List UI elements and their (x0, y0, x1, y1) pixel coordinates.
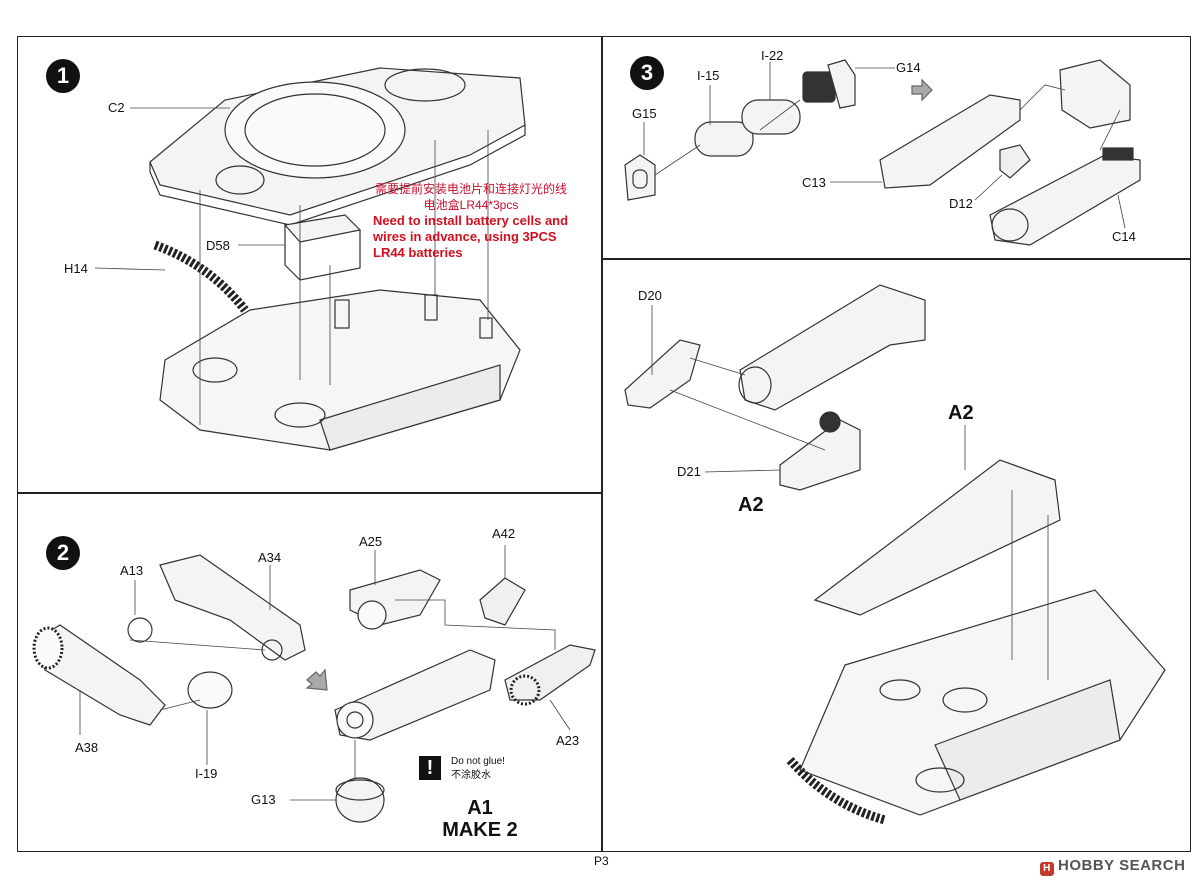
step-3-number: 3 (630, 56, 664, 90)
part-label-i15: I-15 (697, 68, 720, 83)
step-3-flow-arrow (911, 78, 933, 102)
result-a1-qty: MAKE 2 (442, 819, 518, 841)
step-2-panel (17, 492, 603, 852)
part-g14-drawing (802, 59, 856, 109)
part-label-d58: D58 (206, 238, 230, 253)
step-1-panel (17, 36, 603, 494)
part-label-a38: A38 (75, 740, 99, 755)
battery-note-en-3: LR44 batteries (373, 245, 463, 260)
battery-note-zh-2: 电池盒LR44*3pcs (423, 198, 519, 212)
watermark-logo-icon: H (1040, 862, 1054, 876)
battery-note-zh-1: 需要提前安装电池片和连接灯光的线 (374, 182, 567, 196)
warning-icon: ! (419, 756, 441, 780)
page-number: P3 (594, 854, 609, 868)
part-label-i22: I-22 (761, 48, 784, 63)
part-c13-c14-drawing (879, 59, 1141, 246)
part-label-g14: G14 (896, 60, 921, 75)
step-1-number: 1 (46, 59, 80, 93)
watermark: H HOBBY SEARCH (1040, 857, 1185, 876)
part-label-d20: D20 (638, 288, 662, 303)
part-a1-assembly-drawing (334, 569, 596, 823)
step-2-flow-arrow (305, 668, 328, 691)
result-a1-name: A1 (467, 797, 493, 819)
result-a2-small: A2 (738, 494, 764, 516)
part-label-c2: C2 (108, 100, 125, 115)
part-label-i19: I-19 (195, 766, 218, 781)
part-d20-d21-drawing (624, 284, 926, 491)
part-label-g13: G13 (251, 792, 276, 807)
part-label-a25: A25 (359, 534, 383, 549)
part-label-c14: C14 (1112, 229, 1136, 244)
warning-text: Do not glue! 不涂胶水 (451, 755, 505, 783)
part-label-a23: A23 (556, 733, 580, 748)
part-a38-a34-drawing (32, 554, 306, 726)
battery-note-en-1: Need to install battery cells and (373, 213, 569, 228)
battery-note: 需要提前安装电池片和连接灯光的线 电池盒LR44*3pcs Need to in… (373, 181, 569, 261)
part-label-d12: D12 (949, 196, 973, 211)
part-d58-drawing (283, 214, 362, 281)
warning-text-en: Do not glue! (451, 756, 505, 767)
watermark-text: HOBBY SEARCH (1058, 857, 1186, 874)
part-i15-i22-drawing (694, 99, 801, 157)
step-4-panel (601, 258, 1191, 852)
hull-lower-drawing (159, 289, 521, 451)
part-label-h14: H14 (64, 261, 88, 276)
part-label-a42: A42 (492, 526, 516, 541)
part-label-a13: A13 (120, 563, 144, 578)
step-2-number: 2 (46, 536, 80, 570)
battery-note-en-2: wires in advance, using 3PCS (373, 229, 557, 244)
part-label-g15: G15 (632, 106, 657, 121)
result-a1: A1 MAKE 2 (430, 797, 530, 841)
part-label-a34: A34 (258, 550, 282, 565)
warning-text-zh: 不涂胶水 (451, 770, 491, 781)
hull-final-drawing (786, 459, 1166, 825)
part-label-d21: D21 (677, 464, 701, 479)
part-c2-drawing (149, 67, 526, 226)
result-a2-large: A2 (948, 402, 974, 424)
part-h14-drawing (153, 240, 249, 313)
part-g15-drawing (624, 154, 656, 201)
step-3-panel (601, 36, 1191, 260)
part-label-c13: C13 (802, 175, 826, 190)
